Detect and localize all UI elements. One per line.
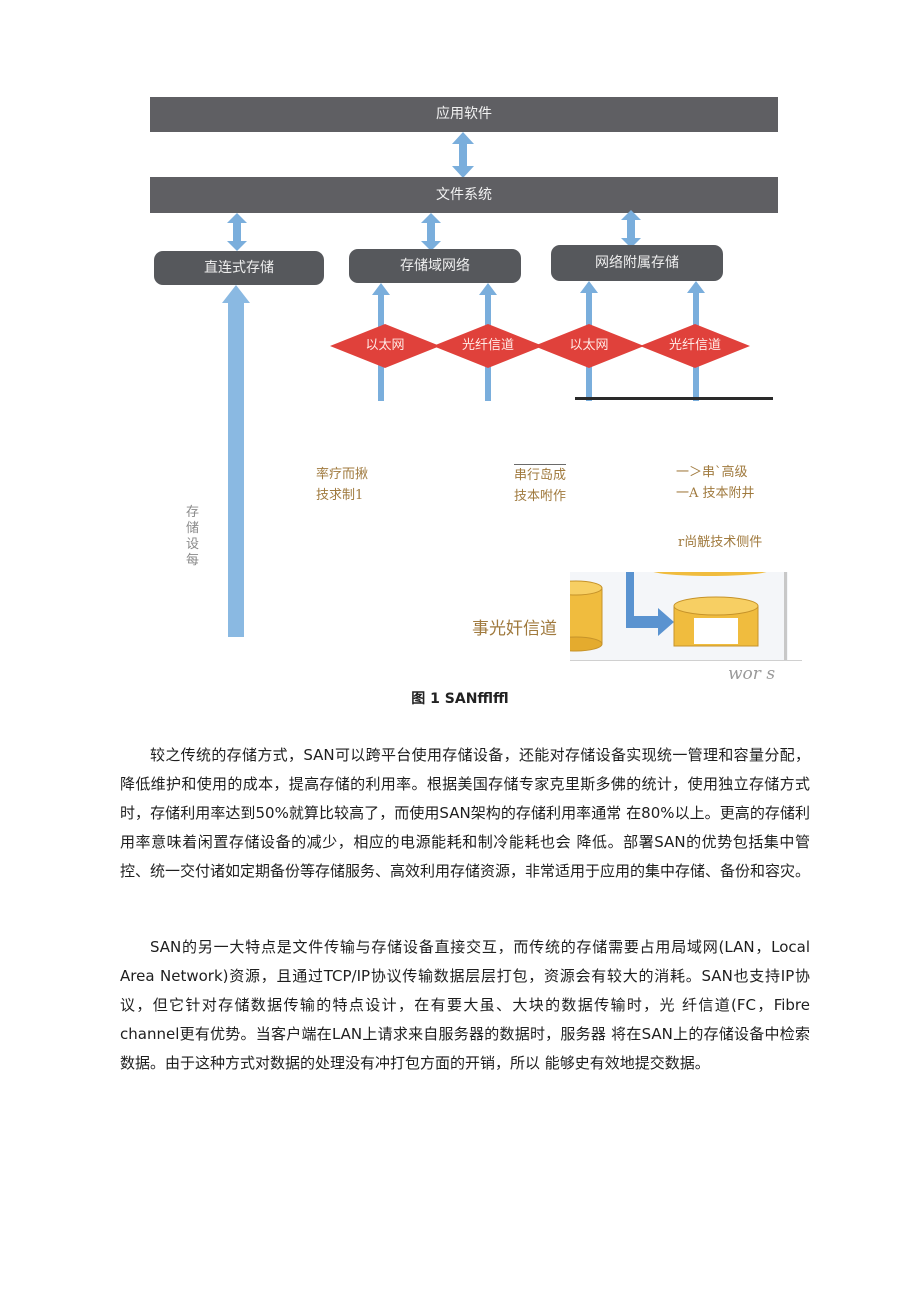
note-middle-line1: 串行岛成: [514, 468, 567, 483]
diamond-ethernet-san: 以太网: [330, 324, 440, 368]
app-software-bar: 应用软件: [150, 97, 778, 132]
paragraph-2: SAN的另一大特点是文件传输与存储设备直接交互，而传统的存储需要占用局域网(LA…: [120, 933, 810, 1078]
node-san: 存储域网络: [349, 249, 521, 283]
node-nas: 网络附属存储: [551, 245, 723, 281]
diamond-fc-nas: 光纤信道: [640, 324, 750, 368]
arrow-fs-nas-icon: [621, 210, 641, 248]
baseline-divider: [575, 397, 773, 400]
double-arrow-icon: [452, 132, 474, 178]
figure-caption: 图 1 SANfflffl: [411, 691, 509, 707]
note-right-sub: r尚觥技术侧件: [678, 535, 763, 550]
note-left-line1: 率疗而揪: [316, 467, 369, 482]
das-vertical-arrow-icon: [222, 285, 250, 637]
diamond-label: 光纤信道: [461, 338, 514, 353]
note-left: 率疗而揪 技求制1: [316, 464, 368, 506]
node-das: 直连式存储: [154, 251, 324, 285]
note-right-line2: 一A 技本附井: [676, 486, 755, 501]
arrow-fs-san-icon: [421, 213, 441, 251]
corner-text: wor s: [728, 664, 776, 684]
diamond-label: 光纤信道: [668, 338, 721, 353]
diamond-label: 以太网: [569, 338, 609, 353]
storage-illustration: [570, 572, 802, 661]
fc-label: 事光奸信道: [472, 619, 557, 639]
note-right: 一＞串`高级 一A 技本附井: [676, 462, 755, 504]
paragraph-1: 较之传统的存储方式，SAN可以跨平台使用存储设备，还能对存储设备实现统一管理和容…: [120, 741, 810, 886]
note-middle: 串行岛成 技本咐作: [514, 464, 567, 507]
paragraph-2-text: SAN的另一大特点是文件传输与存储设备直接交互，而传统的存储需要占用局域网(LA…: [120, 938, 810, 1072]
diamond-ethernet-nas: 以太网: [534, 324, 644, 368]
note-left-line2: 技求制1: [316, 488, 364, 503]
file-system-bar: 文件系统: [150, 177, 778, 213]
diamond-fc-san: 光纤信道: [433, 324, 543, 368]
note-middle-line2: 技本咐作: [514, 489, 567, 504]
vertical-storage-label: 存储设每: [186, 505, 200, 568]
paragraph-1-text: 较之传统的存储方式，SAN可以跨平台使用存储设备，还能对存储设备实现统一管理和容…: [120, 746, 811, 880]
storage-cylinders-icon: [570, 572, 802, 660]
arrow-fs-das-icon: [227, 213, 247, 251]
diamond-label: 以太网: [365, 338, 405, 353]
note-right-line1: 一＞串`高级: [676, 465, 748, 480]
